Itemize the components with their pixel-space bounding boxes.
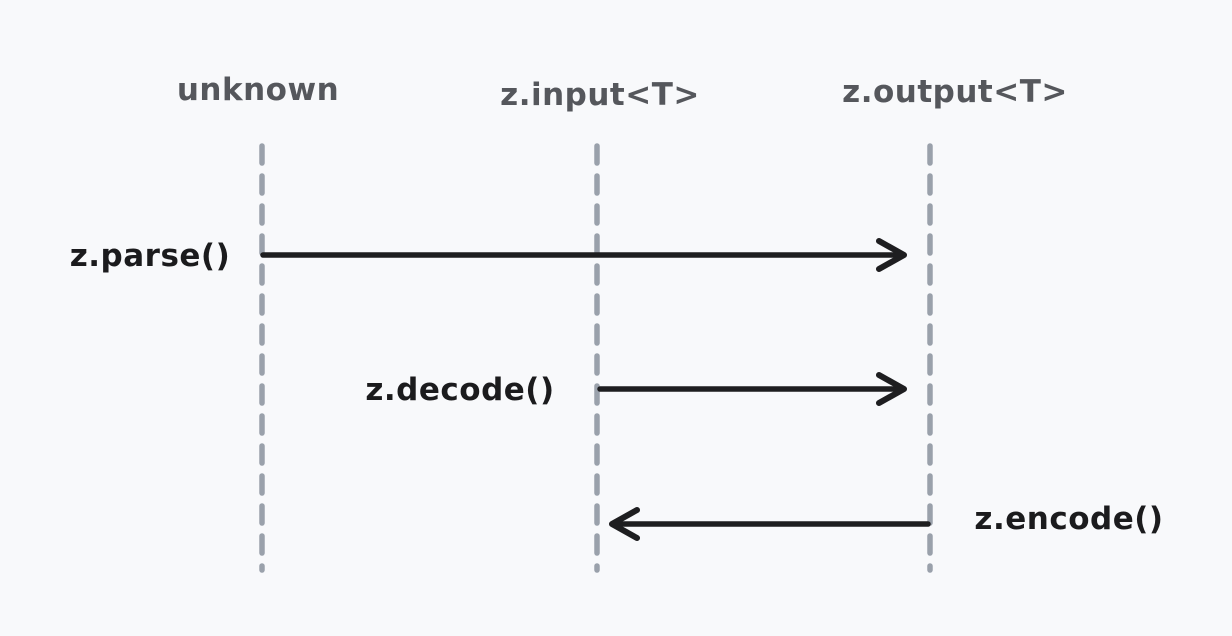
lifeline-label-z-output: z.output<T>	[842, 74, 1068, 110]
lifeline-label-z-input: z.input<T>	[500, 77, 700, 113]
arrow-parse	[260, 238, 907, 272]
arrow-parse-head	[876, 238, 907, 272]
message-label-encode: z.encode()	[974, 501, 1164, 537]
arrow-encode	[609, 507, 931, 541]
message-label-parse: z.parse()	[69, 238, 231, 274]
arrow-decode-head	[876, 372, 907, 406]
arrow-encode-head	[609, 507, 640, 541]
lifeline-label-unknown: unknown	[176, 72, 340, 108]
message-label-decode: z.decode()	[365, 372, 555, 408]
arrow-decode	[597, 372, 907, 406]
